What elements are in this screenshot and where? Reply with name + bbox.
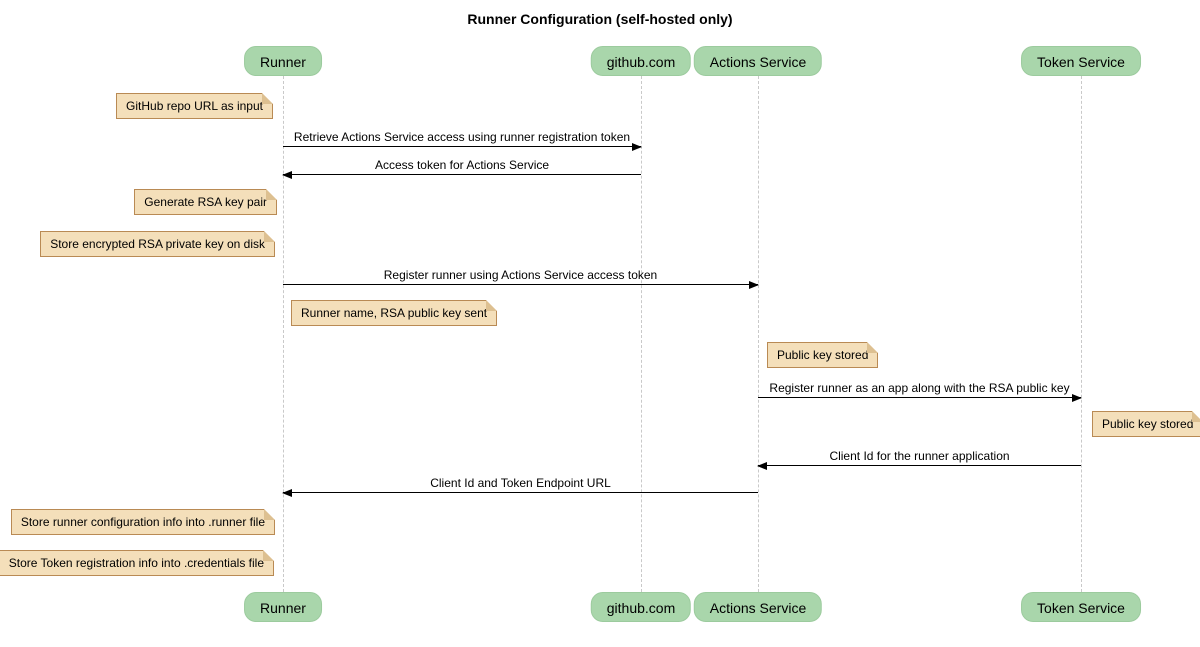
- note-store-runner-file: Store runner configuration info into .ru…: [10, 509, 275, 535]
- message-client-id-returned: Client Id for the runner application: [757, 449, 1081, 470]
- note-fold-corner-icon: [263, 550, 274, 561]
- note-text: Runner name, RSA public key sent: [301, 306, 488, 320]
- note-fold-corner-icon: [264, 231, 275, 242]
- note-store-private-key: Store encrypted RSA private key on disk: [40, 231, 275, 257]
- participant-github-com-bottom: github.com: [590, 592, 692, 622]
- lifeline-github-com: [641, 76, 642, 592]
- message-line: [758, 465, 1081, 466]
- note-text: GitHub repo URL as input: [126, 99, 263, 113]
- message-line: [283, 174, 641, 175]
- lifeline-token-service: [1081, 76, 1082, 592]
- message-label: Client Id and Token Endpoint URL: [430, 476, 611, 490]
- participant-runner-top: Runner: [244, 46, 322, 76]
- participant-token-service-top: Token Service: [1021, 46, 1141, 76]
- message-label: Retrieve Actions Service access using ru…: [293, 130, 631, 144]
- message-label: Client Id for the runner application: [829, 449, 1010, 463]
- arrowhead-left-icon: [282, 171, 292, 179]
- arrowhead-left-icon: [757, 462, 767, 470]
- diagram-title: Runner Configuration (self-hosted only): [467, 11, 733, 27]
- participant-actions-service-bottom: Actions Service: [693, 592, 823, 622]
- participant-github-com-top: github.com: [590, 46, 692, 76]
- note-fold-corner-icon: [867, 342, 879, 353]
- message-access-token-returned: Access token for Actions Service: [282, 158, 641, 179]
- note-public-key-stored-token: Public key stored: [1092, 411, 1200, 437]
- note-fold-corner-icon: [486, 300, 498, 311]
- note-text: Store runner configuration info into .ru…: [20, 515, 265, 529]
- note-text: Public key stored: [1102, 417, 1194, 431]
- note-fold-corner-icon: [266, 189, 277, 200]
- note-runner-name-public-key: Runner name, RSA public key sent: [291, 300, 498, 326]
- message-line: [283, 146, 641, 147]
- message-retrieve-actions-access: Retrieve Actions Service access using ru…: [283, 130, 642, 151]
- note-text: Public key stored: [777, 348, 869, 362]
- message-line: [283, 284, 758, 285]
- note-public-key-stored-actions: Public key stored: [767, 342, 879, 368]
- note-store-credentials-file: Store Token registration info into .cred…: [0, 550, 274, 576]
- arrowhead-right-icon: [1072, 394, 1082, 402]
- note-fold-corner-icon: [1192, 411, 1200, 422]
- participant-token-service-bottom: Token Service: [1021, 592, 1141, 622]
- message-line: [758, 397, 1081, 398]
- message-client-id-endpoint: Client Id and Token Endpoint URL: [282, 476, 758, 497]
- note-text: Generate RSA key pair: [144, 195, 267, 209]
- note-text: Store encrypted RSA private key on disk: [50, 237, 265, 251]
- arrowhead-left-icon: [282, 489, 292, 497]
- note-fold-corner-icon: [262, 93, 273, 104]
- lifeline-actions-service: [758, 76, 759, 592]
- arrowhead-right-icon: [632, 143, 642, 151]
- participant-actions-service-top: Actions Service: [693, 46, 823, 76]
- message-register-runner: Register runner using Actions Service ac…: [283, 268, 759, 289]
- message-register-runner-app: Register runner as an app along with the…: [758, 381, 1082, 402]
- message-label: Register runner as an app along with the…: [769, 381, 1070, 395]
- message-label: Access token for Actions Service: [374, 158, 550, 172]
- note-github-repo-url: GitHub repo URL as input: [116, 93, 273, 119]
- note-fold-corner-icon: [264, 509, 275, 520]
- arrowhead-right-icon: [749, 281, 759, 289]
- lifeline-runner: [283, 76, 284, 592]
- note-text: Store Token registration info into .cred…: [8, 556, 264, 570]
- message-label: Register runner using Actions Service ac…: [383, 268, 658, 282]
- note-generate-rsa-key: Generate RSA key pair: [134, 189, 277, 215]
- message-line: [283, 492, 758, 493]
- participant-runner-bottom: Runner: [244, 592, 322, 622]
